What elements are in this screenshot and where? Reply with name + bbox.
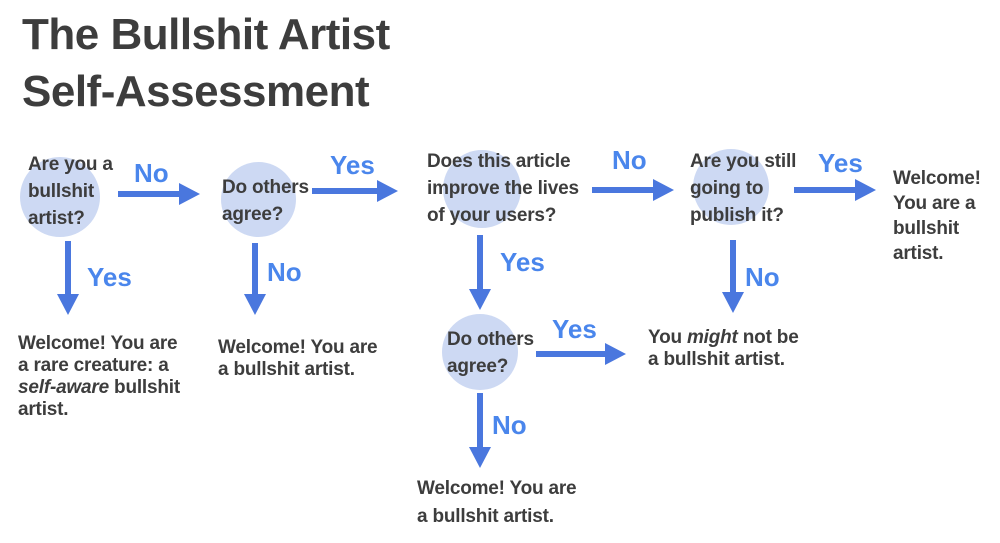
arrow-q3-no-label: No: [612, 145, 647, 175]
terminal-text-line: You might not be: [648, 327, 799, 349]
arrow-q2-yes-label: Yes: [330, 150, 375, 180]
terminal-text-line: a bullshit artist.: [648, 349, 785, 370]
node-text-line: Are you a: [28, 154, 113, 175]
terminal-text-line: Welcome! You are: [218, 337, 378, 358]
terminal-text-line: a bullshit artist.: [218, 359, 355, 380]
terminal-text-line: a rare creature: a: [18, 355, 169, 376]
arrow-q3-yes-down: [469, 235, 491, 310]
node-text-line: Do others: [447, 329, 534, 350]
arrow-q1-no-right: [118, 183, 200, 205]
italic-text: might: [686, 327, 738, 348]
terminal-bullshit-artist-bottom: Welcome! You are a bullshit artist.: [417, 475, 577, 531]
node-text-line: publish it?: [690, 205, 784, 226]
arrow-q4-yes-right: [794, 179, 876, 201]
terminal-text-line: artist.: [893, 243, 944, 264]
arrow-q3-yes-label: Yes: [500, 247, 545, 277]
page-title-line1: The Bullshit Artist: [22, 10, 390, 59]
node-q4-circle: [693, 149, 769, 225]
terminal-text-line: bullshit: [893, 218, 959, 239]
node-text-line: artist?: [28, 208, 85, 229]
arrow-q1-yes-down: [57, 241, 79, 315]
arrow-q2-no-down: [244, 243, 266, 315]
node-are-you-a-bullshit-artist: Are you a bullshit artist?: [28, 151, 113, 232]
node-q1-circle: [20, 157, 100, 237]
terminal-text-line: Welcome! You are: [18, 333, 178, 354]
node-q3-circle: [443, 150, 521, 228]
terminal-might-not-be: You might not be a bullshit artist.: [648, 327, 799, 371]
node-text-line: Do others: [222, 177, 309, 198]
terminal-text-line: artist.: [18, 399, 69, 420]
page-title: The Bullshit Artist Self-Assessment: [22, 6, 390, 120]
node-text-line: agree?: [222, 204, 284, 225]
arrow-q1-yes-label: Yes: [87, 262, 132, 292]
terminal-text-line: You are a: [893, 193, 976, 214]
italic-text: self-aware: [18, 377, 109, 398]
node-text-line: improve the lives: [427, 178, 579, 199]
node-do-others-agree-1: Do others agree?: [222, 174, 309, 228]
arrow-q3-no-right: [592, 179, 674, 201]
arrow-q5-no-label: No: [492, 410, 527, 440]
terminal-text-segment: not be: [737, 327, 799, 348]
arrow-q4-no-label: No: [745, 262, 780, 292]
arrow-q5-yes-label: Yes: [552, 314, 597, 344]
node-text-line: of your users?: [427, 205, 557, 226]
node-q2-circle: [221, 162, 296, 237]
node-text-line: Does this article: [427, 151, 571, 172]
node-text-line: Are you still: [690, 151, 797, 172]
arrow-q4-no-down: [722, 240, 744, 313]
terminal-text-line: Welcome! You are: [417, 478, 577, 499]
terminal-text-segment: You: [648, 327, 687, 348]
node-does-article-improve-lives: Does this article improve the lives of y…: [427, 148, 579, 229]
arrow-q5-yes-right: [536, 343, 626, 365]
arrow-q5-no-down: [469, 393, 491, 468]
node-do-others-agree-2: Do others agree?: [447, 326, 534, 380]
arrow-q4-yes-label: Yes: [818, 148, 863, 178]
node-q5-circle: [442, 314, 518, 390]
node-text-line: bullshit: [28, 181, 94, 202]
terminal-bullshit-artist-left: Welcome! You are a bullshit artist.: [218, 337, 378, 381]
node-text-line: going to: [690, 178, 764, 199]
arrow-q2-no-label: No: [267, 257, 302, 287]
arrow-q2-yes-right: [312, 180, 398, 202]
node-still-going-to-publish: Are you still going to publish it?: [690, 148, 796, 229]
page-title-line2: Self-Assessment: [22, 67, 370, 116]
terminal-bullshit-artist-right: Welcome! You are a bullshit artist.: [893, 166, 981, 266]
terminal-text-line: a bullshit artist.: [417, 506, 554, 527]
arrow-q1-no-label: No: [134, 158, 169, 188]
terminal-self-aware: Welcome! You are a rare creature: a self…: [18, 333, 180, 421]
node-text-line: agree?: [447, 356, 509, 377]
terminal-text-line: Welcome!: [893, 168, 981, 189]
terminal-text-line: self-aware bullshit: [18, 377, 180, 399]
terminal-text-segment: bullshit: [108, 377, 180, 398]
